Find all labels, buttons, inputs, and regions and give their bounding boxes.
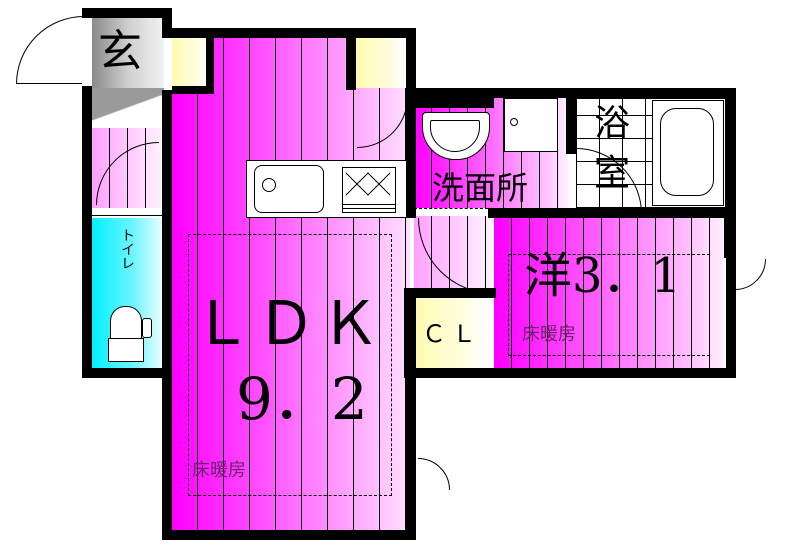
wall-ldk-left [162,90,172,540]
wall-ldk-right-lower [406,290,416,540]
wall-entrance-top [82,8,172,18]
wall-ldk-storage-right-divider [346,28,356,90]
wall-ldk-top [162,28,416,38]
ldk-label: ＬＤＫ [192,289,384,359]
bathroom-label-top: 浴 [594,103,631,144]
bathroom-label-bottom: 室 [594,153,631,194]
stove-burners [346,171,390,197]
entrance-step [92,88,164,128]
toilet-tank-icon [108,338,144,362]
toilet-door[interactable] [92,208,164,216]
wall-closet-top [406,288,496,298]
wall-western-bottom [414,368,736,378]
wall-bath-bottom [488,208,736,218]
ldk-storage-right [356,36,406,88]
wall-wash-bath-divider [566,88,576,154]
wall-entrance-left-upper [82,8,92,18]
closet-floor [414,298,486,370]
ldk-size: 9．2 [236,365,368,433]
washroom-label: 洗面所 [432,169,529,207]
washing-machine-drain [510,118,518,126]
western-room-floor-heating-area [508,254,710,356]
wall-toilet-bottom [82,368,172,378]
bathtub-inner [660,108,714,196]
wall-left [82,86,92,378]
wall-ldk-bottom [162,530,416,540]
wall-ldk-storage-left-bottom [172,86,214,94]
entrance-door-line [16,83,82,84]
wall-western-right-upper [724,208,734,258]
western-room-label: 洋3．1 [524,248,682,304]
western-room-floor-heating-label: 床暖房 [522,324,576,345]
ldk-floor-heating-label: 床暖房 [192,460,246,481]
wall-wash-inner [414,98,494,108]
wall-closet-left [404,288,414,378]
sink-drain-icon [262,178,276,192]
entrance-floor [92,16,164,90]
wall-ldk-storage-left-divider [206,28,214,92]
ldk-floor-heating-area [188,234,392,496]
entrance-label: 玄 [98,26,142,77]
toilet-controller-icon [142,318,152,338]
western-room-floor [494,218,724,370]
ldk-storage-left [172,36,208,88]
wall-ldk-right-upper [406,28,416,218]
toilet-label: トイレ [119,228,135,270]
wall-entrance-right [162,8,172,30]
closet-label: ＣＬ [422,320,482,348]
toilet-bowl-icon [110,306,142,342]
